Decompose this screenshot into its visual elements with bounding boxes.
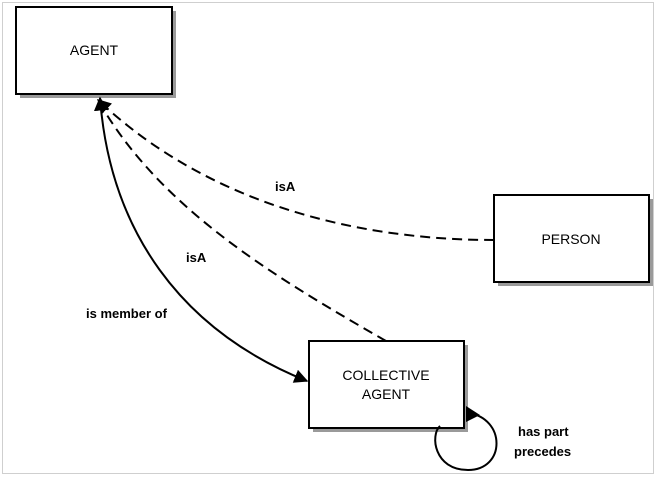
- person-node[interactable]: PERSON: [493, 194, 653, 286]
- person-isa-label: isA: [275, 179, 296, 194]
- collective-agent-label-line1: COLLECTIVE: [342, 367, 429, 383]
- self-loop-label-line1: has part: [518, 424, 569, 439]
- self-loop-edge: [434, 412, 498, 472]
- collective-agent-node[interactable]: COLLECTIVE AGENT: [308, 340, 468, 432]
- agent-node[interactable]: AGENT: [15, 6, 176, 98]
- person-isa-edge: [96, 99, 495, 241]
- person-label: PERSON: [541, 231, 600, 247]
- collective-agent-label-line2: AGENT: [362, 386, 411, 402]
- self-loop-arrowhead: [466, 406, 480, 422]
- self-loop-label-line2: precedes: [514, 444, 571, 459]
- collective-isa-label: isA: [186, 250, 207, 265]
- agent-label: AGENT: [70, 42, 119, 58]
- member-of-edge: [93, 96, 309, 383]
- member-of-label: is member of: [86, 306, 168, 321]
